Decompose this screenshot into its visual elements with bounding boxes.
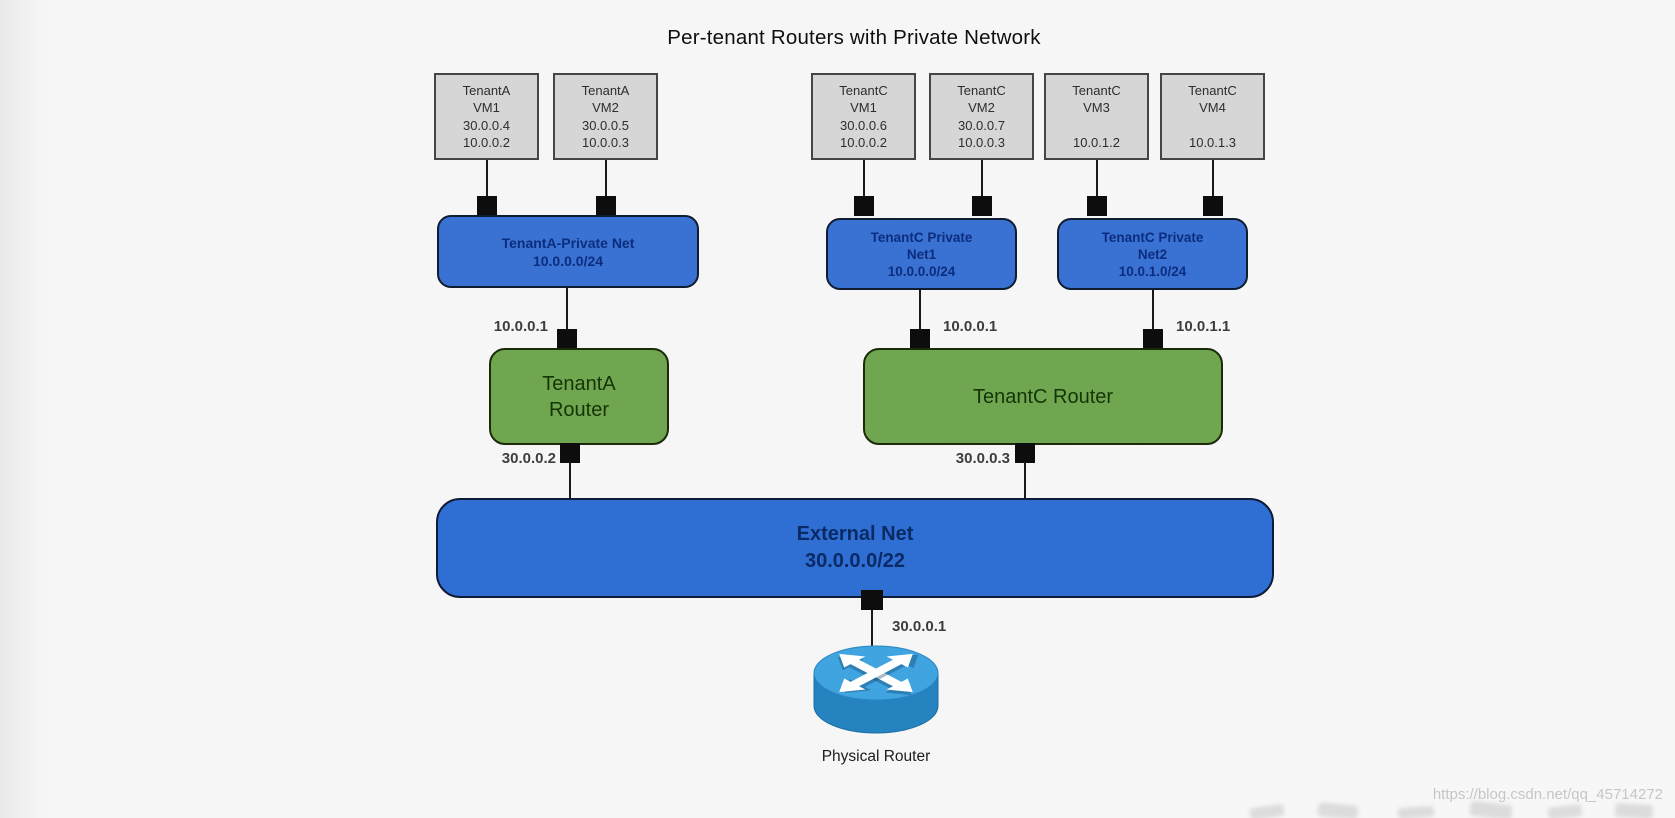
port-net-c2-vm4 — [1203, 196, 1223, 216]
ip-label-physical-router: 30.0.0.1 — [892, 618, 947, 635]
link-router-a-external — [569, 462, 571, 500]
watermark-url: https://blog.csdn.net/qq_45714272 — [1432, 786, 1663, 803]
tenant-a-private-net-box: TenantA-Private Net 10.0.0.0/24 — [437, 215, 699, 288]
tenant-a-vm1-box: TenantA VM1 30.0.0.4 10.0.0.2 — [434, 73, 539, 160]
faint-watermark-glyph — [1317, 802, 1359, 818]
faint-watermark-glyph — [1547, 804, 1583, 818]
link-vm-c2-net — [981, 160, 983, 200]
tenant-c-vm4-box: TenantC VM4 10.0.1.3 — [1160, 73, 1265, 160]
faint-watermark-glyph — [1397, 805, 1435, 818]
link-router-c-external — [1024, 462, 1026, 500]
tenant-c-vm3-box: TenantC VM3 10.0.1.2 — [1044, 73, 1149, 160]
port-router-a-private — [557, 329, 577, 349]
tenant-a-router-box: TenantA Router — [489, 348, 669, 445]
ip-label-tenant-c-external: 30.0.0.3 — [955, 450, 1010, 467]
physical-router-label: Physical Router — [821, 748, 931, 765]
tenant-c-router-box: TenantC Router — [863, 348, 1223, 445]
port-net-a-vm1 — [477, 196, 497, 216]
tenant-a-vm2-box: TenantA VM2 30.0.0.5 10.0.0.3 — [553, 73, 658, 160]
port-net-c1-vm1 — [854, 196, 874, 216]
link-net-c2-router — [1152, 290, 1154, 330]
link-net-c1-router — [919, 290, 921, 330]
tenant-c-private-net1-box: TenantC Private Net1 10.0.0.0/24 — [826, 218, 1017, 290]
link-net-a-router — [566, 288, 568, 330]
port-router-c-external — [1015, 443, 1035, 463]
tenant-c-vm1-box: TenantC VM1 30.0.0.6 10.0.0.2 — [811, 73, 916, 160]
link-vm-c4-net — [1212, 160, 1214, 200]
port-net-c1-vm2 — [972, 196, 992, 216]
link-vm-a2-net — [605, 160, 607, 200]
link-vm-c1-net — [863, 160, 865, 200]
port-net-c2-vm3 — [1087, 196, 1107, 216]
port-router-c-private2 — [1143, 329, 1163, 349]
port-external-physical — [861, 590, 883, 610]
ip-label-tenant-a-external: 30.0.0.2 — [501, 450, 556, 467]
link-vm-a1-net — [486, 160, 488, 200]
faint-watermark-glyph — [1614, 802, 1654, 818]
external-net-box: External Net 30.0.0.0/22 — [436, 498, 1274, 598]
ip-label-tenant-a-gateway: 10.0.0.1 — [493, 318, 548, 335]
link-external-physical — [871, 610, 873, 655]
diagram-title: Per-tenant Routers with Private Network — [667, 26, 1041, 49]
tenant-c-vm2-box: TenantC VM2 30.0.0.7 10.0.0.3 — [929, 73, 1034, 160]
port-router-a-external — [560, 443, 580, 463]
ip-label-tenant-c-gateway2: 10.0.1.1 — [1176, 318, 1231, 335]
ip-label-tenant-c-gateway1: 10.0.0.1 — [943, 318, 998, 335]
faint-watermark-glyph — [1249, 803, 1285, 818]
port-router-c-private1 — [910, 329, 930, 349]
faint-watermark-glyph — [1469, 800, 1513, 818]
port-net-a-vm2 — [596, 196, 616, 216]
physical-router-icon — [813, 645, 939, 734]
link-vm-c3-net — [1096, 160, 1098, 200]
tenant-c-private-net2-box: TenantC Private Net2 10.0.1.0/24 — [1057, 218, 1248, 290]
